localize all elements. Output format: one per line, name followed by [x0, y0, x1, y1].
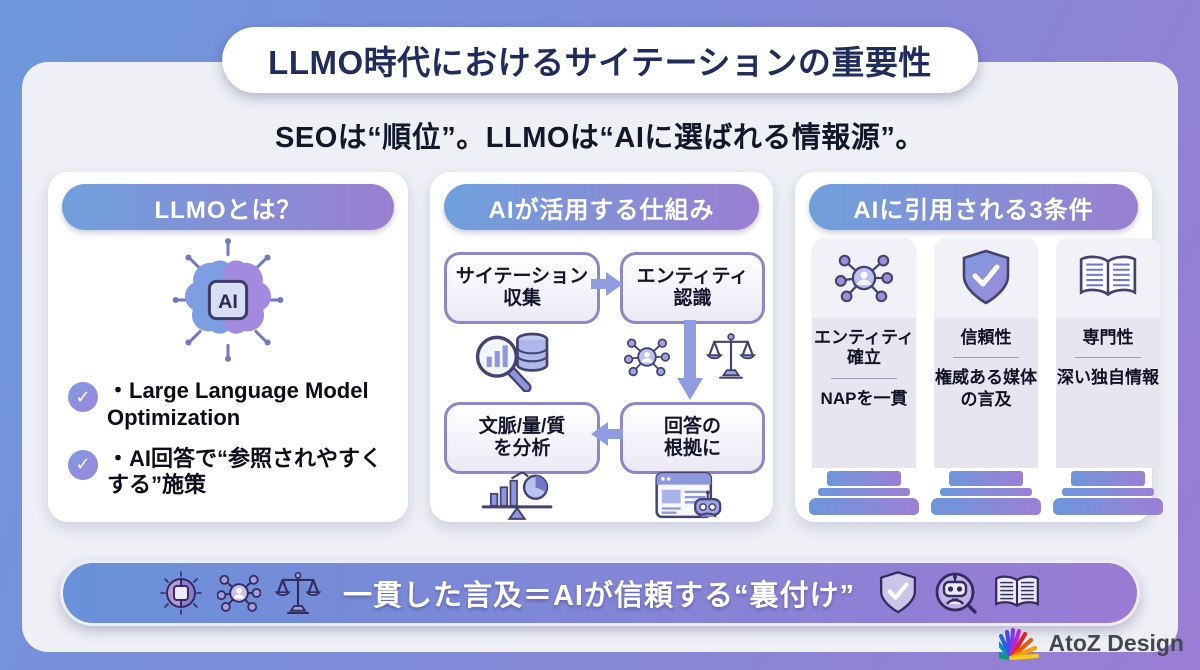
- footer-banner: 一貫した言及＝AIが信頼する“裏付け”: [60, 560, 1140, 626]
- search-chart-icon: [475, 332, 549, 392]
- bullet-list: ✓ ・Large Language Model Optimization ✓ ・…: [48, 378, 408, 499]
- flow-step-line: 認識: [673, 288, 712, 309]
- flow-step-context-analysis: 文脈/量/質 を分析: [444, 402, 600, 474]
- entity-network-icon: [812, 238, 916, 318]
- flow-step-answer-basis: 回答の 根拠に: [620, 402, 765, 474]
- bullet-label: ・AI回答で“参照されやすくする”施策: [107, 445, 383, 498]
- analytics-balance-icon: [481, 472, 553, 520]
- shield-check-icon: [934, 238, 1038, 318]
- panel-llmo-header: LLMOとは？: [62, 184, 394, 230]
- pillar-desc: NAPを一貫: [820, 388, 908, 408]
- entity-network-icon: [216, 574, 261, 612]
- flow-step-line: 根拠に: [663, 438, 721, 459]
- bullet-item: ✓ ・AI回答で“参照されやすくする”施策: [68, 446, 392, 500]
- flow-step-line: 文脈/量/質: [478, 416, 566, 438]
- pillar-title: エンティティ確立: [814, 328, 914, 368]
- brain-icon: [160, 571, 202, 615]
- bullet-label: ・Large Language Model Optimization: [107, 378, 369, 430]
- scales-icon: [706, 333, 756, 379]
- columns: LLMOとは？: [48, 172, 1163, 522]
- panel-llmo: LLMOとは？: [48, 172, 408, 522]
- svg-text:AI: AI: [218, 291, 238, 313]
- rainbow-fan-logo: [998, 627, 1039, 661]
- panel-mechanism: AIが活用する仕組み サイテーション 収集 エンティティ 認識 回答の 根拠に …: [430, 172, 773, 522]
- divider: [831, 377, 897, 379]
- pedestal: [931, 498, 1041, 515]
- pillar-list: エンティティ確立 NAPを一貫: [795, 230, 1163, 515]
- arrow-down-icon: [677, 320, 703, 400]
- entity-network-icon: [624, 338, 670, 377]
- pillar-desc: 権威ある媒体の言及: [935, 368, 1037, 409]
- brand-name: AtoZ Design: [1048, 629, 1184, 656]
- footer-message: 一貫した言及＝AIが信頼する“裏付け”: [342, 580, 855, 612]
- pedestal: [1071, 471, 1145, 486]
- pillar-title: 専門性: [1082, 328, 1134, 347]
- panel-mechanism-header: AIが活用する仕組み: [444, 184, 759, 230]
- arrow-right-icon: [591, 272, 623, 296]
- ai-robot-icon: [935, 572, 977, 614]
- check-icon: ✓: [68, 382, 98, 412]
- flow-step-line: サイテーション: [455, 266, 589, 288]
- open-book-icon: [1056, 238, 1160, 318]
- pedestal: [1062, 488, 1154, 496]
- webpage-robot-icon: [655, 471, 722, 519]
- pillar-entity: エンティティ確立 NAPを一貫: [809, 238, 919, 515]
- brand-logo: AtoZ Design: [998, 620, 1184, 666]
- shield-check-icon: [879, 571, 917, 614]
- flow-step-line: を分析: [493, 438, 551, 459]
- pillar-body: エンティティ確立 NAPを一貫: [812, 318, 916, 468]
- main-card: SEOは“順位”。LLMOは“AIに選ばれる情報源”。 LLMOとは？: [22, 62, 1178, 652]
- scales-icon: [274, 571, 321, 615]
- pedestal: [809, 498, 919, 515]
- flow-step-citation-collection: サイテーション 収集: [444, 252, 600, 324]
- panel-conditions: AIに引用される3条件: [795, 172, 1163, 522]
- divider: [1075, 357, 1141, 359]
- pillar-expertise: 専門性 深い独自情報: [1053, 238, 1163, 515]
- page-title: LLMO時代におけるサイテーションの重要性: [268, 44, 932, 81]
- page-title-pill: LLMO時代におけるサイテーションの重要性: [222, 27, 978, 93]
- pillar-title: 信頼性: [960, 328, 1012, 347]
- pedestal: [818, 488, 910, 496]
- flow-step-line: エンティティ: [636, 266, 749, 288]
- pedestal: [940, 488, 1032, 496]
- bullet-item: ✓ ・Large Language Model Optimization: [68, 378, 392, 432]
- arrow-left-icon: [591, 422, 623, 446]
- check-icon: ✓: [68, 449, 98, 480]
- panel-conditions-header: AIに引用される3条件: [809, 184, 1138, 230]
- pedestal: [827, 471, 901, 486]
- pillar-body: 信頼性 権威ある媒体の言及: [934, 318, 1038, 468]
- divider: [953, 357, 1019, 359]
- ai-brain-icon: AI: [48, 236, 408, 364]
- pedestal: [949, 471, 1023, 486]
- flow-step-entity-recognition: エンティティ 認識: [620, 252, 765, 324]
- flow-step-line: 収集: [502, 288, 541, 309]
- pillar-trust: 信頼性 権威ある媒体の言及: [931, 238, 1041, 515]
- pillar-desc: 深い独自情報: [1057, 368, 1159, 388]
- pillar-body: 専門性 深い独自情報: [1056, 318, 1160, 468]
- subtitle: SEOは“順位”。LLMOは“AIに選ばれる情報源”。: [275, 122, 925, 154]
- flow-step-line: 回答の: [663, 416, 721, 438]
- pedestal: [1053, 498, 1163, 515]
- open-book-icon: [995, 575, 1039, 608]
